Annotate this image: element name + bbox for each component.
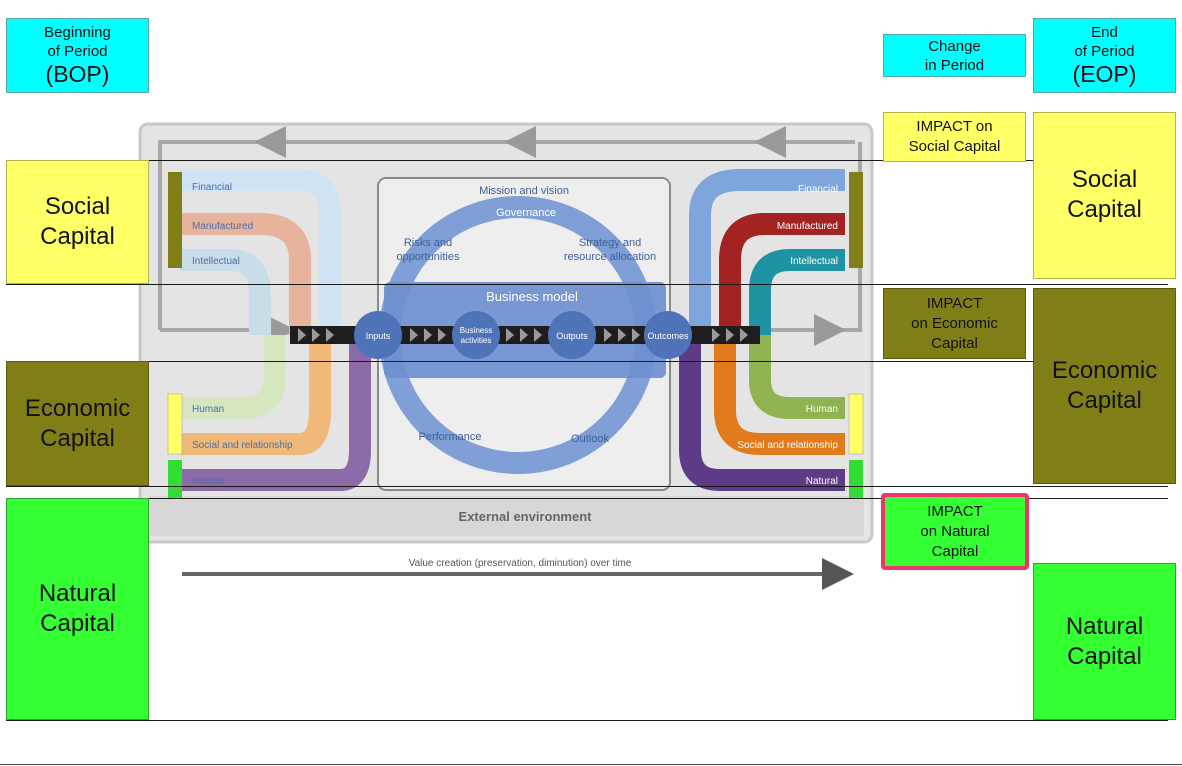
- left-olive-bar: [168, 172, 182, 268]
- left-yellow-bar: [167, 393, 183, 455]
- governance-label: Governance: [496, 207, 556, 219]
- risks-label-2: opportunities: [397, 251, 460, 263]
- eop-economic-line2: Capital: [1067, 387, 1142, 414]
- business-activities-node: [452, 311, 500, 359]
- output-label-intellectual: Intellectual: [790, 256, 838, 267]
- outlook-label: Outlook: [571, 433, 609, 445]
- eop-economic-line1: Economic: [1051, 357, 1158, 384]
- bop-natural-line2: Capital: [40, 610, 115, 637]
- input-label-human: Human: [192, 404, 224, 415]
- bop-economic-capital: Economic Capital: [6, 361, 149, 486]
- impact-natural-line1: IMPACT: [927, 502, 983, 520]
- divider-line: [6, 486, 1168, 487]
- eop-natural-line2: Capital: [1067, 642, 1142, 670]
- right-yellow-bar: [848, 393, 864, 455]
- inputs-node: [354, 311, 402, 359]
- external-environment-band: [148, 496, 864, 536]
- value-creation-label: Value creation (preservation, diminution…: [409, 558, 632, 569]
- impact-social-box: IMPACT on Social Capital: [883, 112, 1026, 162]
- impact-economic-box: IMPACT on Economic Capital: [883, 288, 1026, 359]
- bop-header: Beginning of Period (BOP): [6, 18, 149, 93]
- output-label-social: Social and relationship: [737, 440, 838, 451]
- bop-economic-line1: Economic: [24, 394, 131, 422]
- input-label-financial: Financial: [192, 182, 232, 193]
- input-label-manufactured: Manufactured: [192, 221, 253, 232]
- impact-natural-line2: on Natural: [920, 522, 990, 540]
- divider-line: [6, 498, 1168, 499]
- change-line1: Change: [928, 37, 981, 55]
- divider-line: [6, 160, 1168, 161]
- impact-natural-line3: Capital: [931, 542, 979, 560]
- outputs-label: Outputs: [556, 331, 588, 341]
- output-label-manufactured: Manufactured: [777, 221, 838, 232]
- eop-line1: End: [1091, 24, 1118, 41]
- risks-label-1: Risks and: [404, 237, 452, 249]
- bop-natural-line1: Natural: [38, 580, 117, 607]
- divider-line: [6, 284, 1168, 285]
- bop-abbr: (BOP): [45, 61, 110, 87]
- outcomes-node: [644, 311, 692, 359]
- strategy-label-2: resource allocation: [564, 251, 656, 263]
- change-header: Change in Period: [883, 34, 1026, 77]
- business-activities-label-2: activities: [461, 336, 492, 345]
- business-activities-label-1: Business: [460, 326, 492, 335]
- mission-label: Mission and vision: [479, 185, 569, 197]
- bottom-line: [0, 764, 1182, 765]
- eop-social-line1: Social: [1071, 166, 1138, 193]
- bop-natural-capital: Natural Capital: [6, 498, 149, 720]
- outcomes-label: Outcomes: [647, 331, 689, 341]
- output-label-human: Human: [806, 404, 838, 415]
- divider-line: [6, 720, 1168, 721]
- external-environment-label: External environment: [459, 509, 593, 524]
- business-model-label: Business model: [486, 289, 578, 304]
- bop-social-line1: Social: [44, 193, 111, 220]
- impact-economic-line2: on Economic: [911, 314, 998, 332]
- output-label-natural: Natural: [806, 476, 838, 487]
- impact-economic-line1: IMPACT: [926, 294, 983, 312]
- performance-label: Performance: [419, 431, 482, 443]
- divider-line: [6, 361, 1168, 362]
- change-line2: in Period: [924, 56, 985, 74]
- bop-social-line2: Capital: [40, 223, 115, 250]
- output-label-financial: Financial: [798, 184, 838, 195]
- outputs-node: [548, 311, 596, 359]
- impact-social-line1: IMPACT on: [916, 118, 993, 135]
- eop-abbr: (EOP): [1072, 61, 1137, 87]
- eop-natural-capital: Natural Capital: [1033, 563, 1176, 720]
- eop-social-line2: Capital: [1067, 196, 1142, 223]
- input-label-natural: Natural: [192, 476, 224, 487]
- eop-line2: of Period: [1074, 43, 1135, 60]
- strategy-label-1: Strategy and: [579, 237, 641, 249]
- eop-economic-capital: Economic Capital: [1033, 288, 1176, 484]
- bop-line1: Beginning: [44, 24, 111, 41]
- input-label-intellectual: Intellectual: [192, 256, 240, 267]
- impact-social-line2: Social Capital: [908, 138, 1001, 155]
- eop-header: End of Period (EOP): [1033, 18, 1176, 93]
- bop-economic-line2: Capital: [40, 424, 115, 452]
- input-label-social: Social and relationship: [192, 440, 293, 451]
- impact-economic-line3: Capital: [931, 334, 978, 352]
- eop-natural-line1: Natural: [1065, 612, 1144, 640]
- eop-social-capital: Social Capital: [1033, 112, 1176, 279]
- inputs-label: Inputs: [366, 331, 391, 341]
- bop-line2: of Period: [47, 43, 108, 60]
- right-olive-bar: [849, 172, 863, 268]
- right-green-bar: [849, 460, 863, 498]
- chevrons: [298, 328, 748, 342]
- impact-natural-box: IMPACT on Natural Capital: [881, 493, 1029, 570]
- bop-social-capital: Social Capital: [6, 160, 149, 284]
- left-green-bar: [168, 460, 182, 498]
